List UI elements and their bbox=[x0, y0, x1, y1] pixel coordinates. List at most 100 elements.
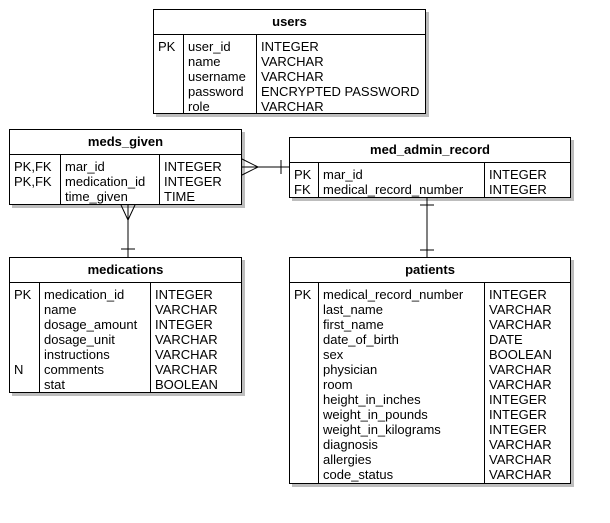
field-name: first_name bbox=[323, 317, 384, 332]
field-type: VARCHAR bbox=[261, 99, 324, 114]
field-type: INTEGER bbox=[489, 287, 547, 302]
key-label: PK bbox=[158, 39, 176, 54]
key-column: PK bbox=[290, 283, 316, 483]
field-name: role bbox=[188, 99, 210, 114]
field-name: comments bbox=[44, 362, 104, 377]
field-type: VARCHAR bbox=[489, 362, 552, 377]
field-type: VARCHAR bbox=[489, 377, 552, 392]
crowfoot-many-marker bbox=[127, 204, 136, 221]
key-label: PK bbox=[294, 287, 312, 302]
key-column: PK bbox=[154, 35, 182, 113]
field-type: VARCHAR bbox=[489, 302, 552, 317]
field-name: stat bbox=[44, 377, 65, 392]
field-name: password bbox=[188, 84, 244, 99]
field-type: INTEGER bbox=[489, 182, 547, 197]
field-name: room bbox=[323, 377, 353, 392]
crowfoot-many-marker bbox=[241, 166, 259, 176]
field-name: diagnosis bbox=[323, 437, 378, 452]
relationship-meds-given-med-admin-record bbox=[241, 158, 289, 176]
field-name: mar_id bbox=[65, 159, 105, 174]
field-name: mar_id bbox=[323, 167, 363, 182]
field-name: user_id bbox=[188, 39, 231, 54]
key-label: PK bbox=[294, 167, 312, 182]
field-type: BOOLEAN bbox=[155, 377, 218, 392]
relationship-med-admin-record-patients bbox=[420, 198, 434, 257]
field-type: VARCHAR bbox=[155, 332, 218, 347]
key-label: PK bbox=[14, 287, 32, 302]
key-label: PK,FK bbox=[14, 159, 52, 174]
key-label: PK,FK bbox=[14, 174, 52, 189]
field-name: medication_id bbox=[44, 287, 125, 302]
field-type: BOOLEAN bbox=[489, 347, 552, 362]
field-type: VARCHAR bbox=[261, 69, 324, 84]
entity-title: med_admin_record bbox=[290, 138, 570, 163]
field-type: VARCHAR bbox=[261, 54, 324, 69]
field-name: last_name bbox=[323, 302, 383, 317]
field-name: weight_in_pounds bbox=[323, 407, 428, 422]
entity-title: users bbox=[154, 10, 425, 35]
field-name: weight_in_kilograms bbox=[323, 422, 441, 437]
field-type: VARCHAR bbox=[155, 302, 218, 317]
field-type: INTEGER bbox=[155, 287, 213, 302]
field-name: time_given bbox=[65, 189, 128, 204]
field-type: VARCHAR bbox=[489, 452, 552, 467]
field-name: medical_record_number bbox=[323, 287, 464, 302]
key-label: N bbox=[14, 362, 24, 377]
field-type: VARCHAR bbox=[155, 347, 218, 362]
crowfoot-many-marker bbox=[120, 204, 129, 221]
field-type: DATE bbox=[489, 332, 523, 347]
field-name: name bbox=[188, 54, 221, 69]
field-name: height_in_inches bbox=[323, 392, 421, 407]
field-name: code_status bbox=[323, 467, 394, 482]
field-type: INTEGER bbox=[489, 167, 547, 182]
crowfoot-many-marker bbox=[241, 158, 259, 168]
field-name: medication_id bbox=[65, 174, 146, 189]
relationship-meds-given-medications bbox=[120, 204, 136, 257]
field-name: instructions bbox=[44, 347, 110, 362]
field-name: sex bbox=[323, 347, 344, 362]
field-name: physician bbox=[323, 362, 378, 377]
field-type: INTEGER bbox=[164, 174, 222, 189]
field-type: INTEGER bbox=[155, 317, 213, 332]
field-type: VARCHAR bbox=[489, 437, 552, 452]
field-type: VARCHAR bbox=[489, 317, 552, 332]
field-name: username bbox=[188, 69, 246, 84]
field-type: INTEGER bbox=[489, 422, 547, 437]
field-type: INTEGER bbox=[489, 392, 547, 407]
entity-title: medications bbox=[10, 258, 241, 283]
field-name: date_of_birth bbox=[323, 332, 399, 347]
field-type: VARCHAR bbox=[155, 362, 218, 377]
field-name: allergies bbox=[323, 452, 372, 467]
field-name: dosage_unit bbox=[44, 332, 115, 347]
field-type: VARCHAR bbox=[489, 467, 552, 482]
entity-title: patients bbox=[290, 258, 570, 283]
field-type: INTEGER bbox=[261, 39, 319, 54]
field-name: medical_record_number bbox=[323, 182, 464, 197]
entity-title: meds_given bbox=[10, 130, 241, 155]
field-type: ENCRYPTED PASSWORD bbox=[261, 84, 420, 99]
field-type: INTEGER bbox=[164, 159, 222, 174]
field-name: dosage_amount bbox=[44, 317, 138, 332]
key-column: PK N bbox=[10, 283, 38, 392]
key-label: FK bbox=[294, 182, 311, 197]
